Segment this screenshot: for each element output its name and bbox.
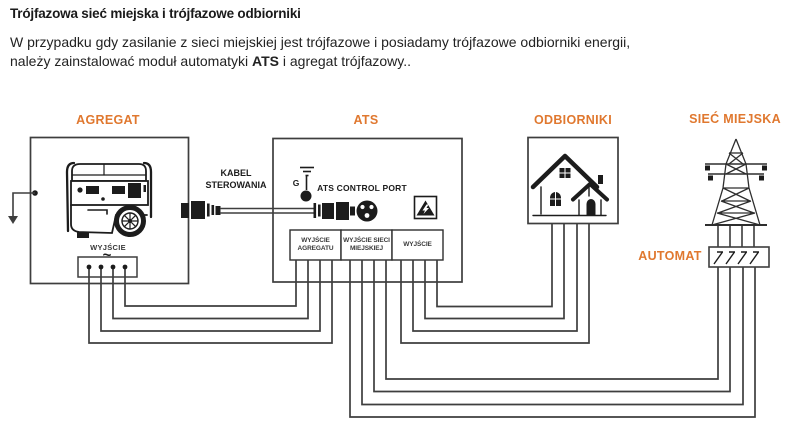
intro-line2-pre: należy zainstalować moduł automatyki <box>10 53 253 69</box>
intro-line1: W przypadku gdy zasilanie z sieci miejsk… <box>10 34 631 50</box>
label-odbiorniki: ODBIORNIKI <box>534 113 612 127</box>
generator-output-pins <box>86 264 128 270</box>
earth-ground-icon <box>300 166 314 202</box>
label-wyjscie-generator: WYJŚCIE <box>90 243 126 252</box>
houses-icon <box>530 153 609 217</box>
ac-tilde-symbol: ~ <box>102 247 112 264</box>
round-socket-icon <box>356 200 378 222</box>
label-ats-control-port: ATS CONTROL PORT <box>317 183 407 193</box>
label-automat: AUTOMAT <box>638 249 702 263</box>
wires-ats-to-automat <box>349 260 756 418</box>
component-boxes <box>29 136 619 285</box>
ground-arrow-icon <box>8 190 38 224</box>
label-kabel-line1: KABEL <box>220 168 252 178</box>
warning-triangle-icon <box>413 195 438 220</box>
label-ground-g: G <box>292 178 300 188</box>
intro-line2-post: i agregat trójfazowy.. <box>278 53 412 69</box>
label-kabel-line2: STEROWANIA <box>205 180 267 190</box>
generator-icon <box>65 161 153 238</box>
generator-output-terminal-box <box>77 256 138 278</box>
tower-feed-lines <box>717 225 755 247</box>
label-siec-miejska: SIEĆ MIEJSKA <box>689 112 781 126</box>
control-plug-icon <box>313 202 355 220</box>
page-title: Trójfazowa sieć miejska i trójfazowe odb… <box>10 6 301 21</box>
ats-output-label-boxes <box>289 229 444 261</box>
wires-ats-to-odbiorniki <box>400 223 590 344</box>
intro-line2: należy zainstalować moduł automatyki ATS… <box>10 52 798 71</box>
intro-line2-bold: ATS <box>252 53 279 69</box>
automat-breaker-icon <box>708 246 770 268</box>
label-kabel-sterowania: KABEL STEROWANIA <box>205 167 266 191</box>
intro-paragraph: W przypadku gdy zasilanie z sieci miejsk… <box>10 33 798 71</box>
wires-agregat-to-ats <box>88 260 333 344</box>
label-out-wyjscie: WYJŚCIE <box>403 240 432 248</box>
label-agregat: AGREGAT <box>76 113 140 127</box>
cable-connector-icon <box>181 201 221 219</box>
header: Trójfazowa sieć miejska i trójfazowe odb… <box>10 6 798 71</box>
label-ats: ATS <box>353 113 379 127</box>
generator-wheel <box>114 205 146 237</box>
power-tower-icon <box>705 138 767 247</box>
control-cable <box>220 207 314 214</box>
